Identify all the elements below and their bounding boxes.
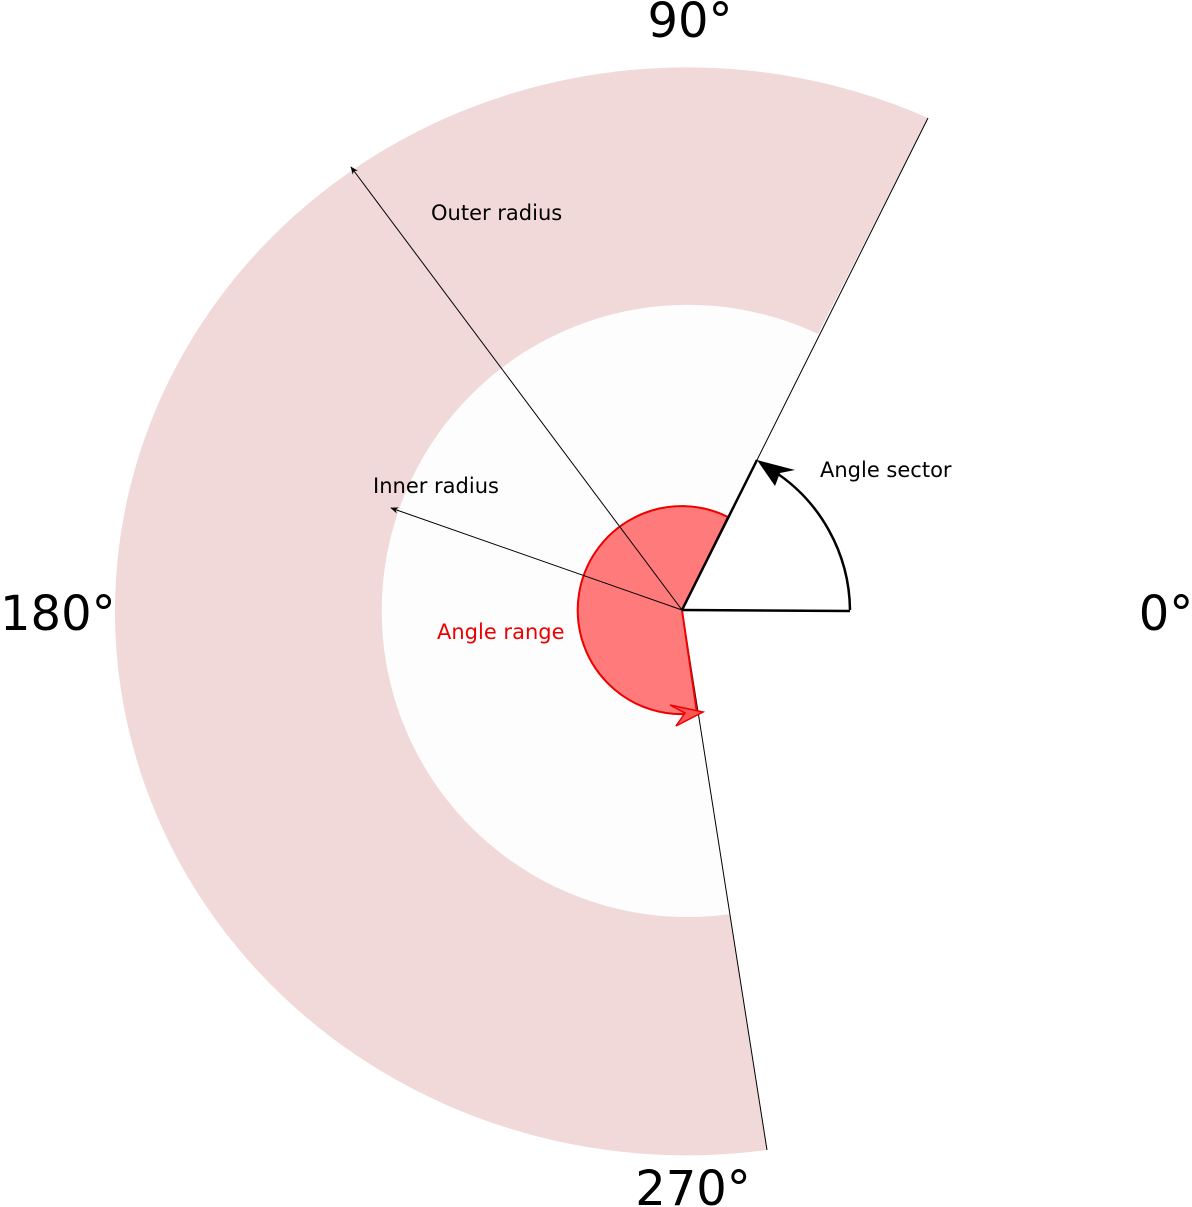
degree-label-180: 180°	[0, 586, 116, 642]
inner-radius-label: Inner radius	[373, 474, 499, 498]
outer-ring-sector	[114, 67, 928, 1156]
degree-label-270: 270°	[635, 1161, 751, 1207]
angle-range-sector	[576, 505, 730, 716]
angle-range-arrowhead	[669, 704, 706, 727]
inner-radius-arrow	[390, 507, 683, 611]
angle-sector-arrowhead	[757, 460, 795, 486]
angle-sector-edge	[680, 459, 759, 611]
angle-sector-baseline	[681, 608, 851, 613]
outer-radius-label: Outer radius	[431, 201, 562, 225]
outer-radius-arrow	[350, 166, 683, 611]
angle-range-label: Angle range	[437, 620, 565, 644]
sector-end-line	[681, 609, 768, 1151]
angle-sector-label: Angle sector	[820, 458, 952, 482]
degree-label-0: 0°	[1139, 586, 1192, 642]
angle-sector-arc	[771, 468, 852, 611]
degree-label-90: 90°	[647, 0, 732, 49]
